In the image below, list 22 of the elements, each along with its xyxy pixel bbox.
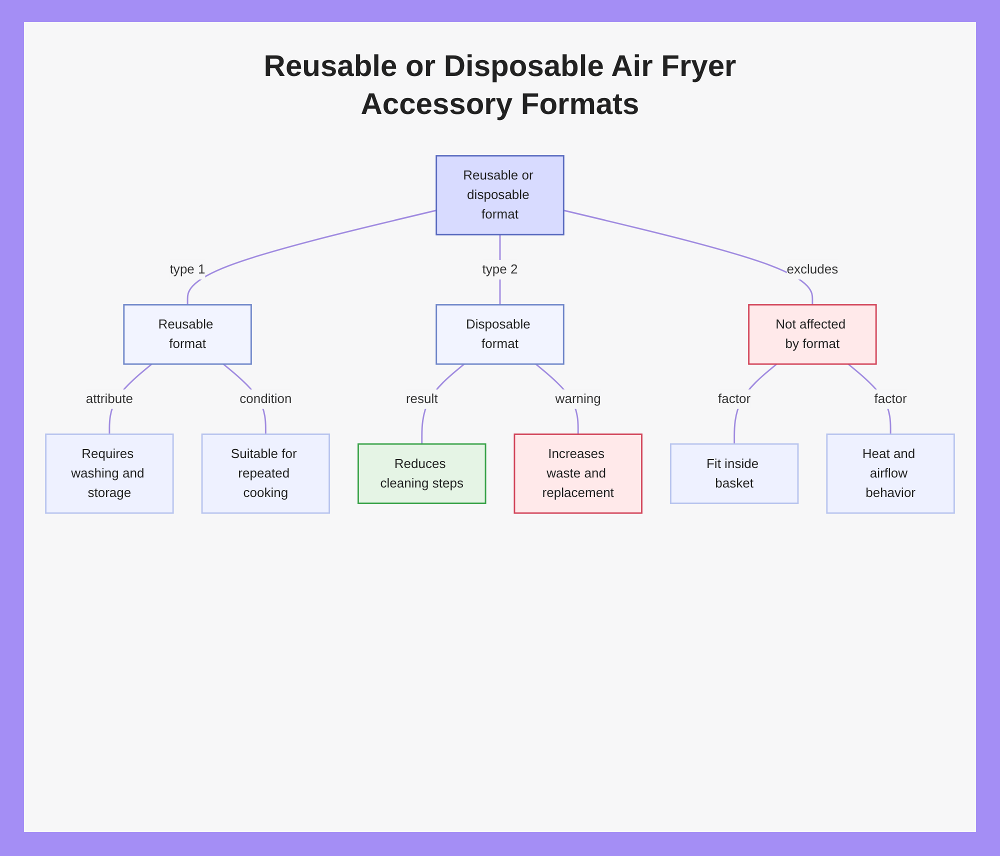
edge-label: attribute <box>86 392 133 406</box>
connector <box>186 210 437 305</box>
node-box: Requires washing and storage <box>45 434 174 514</box>
edge-label: type 1 <box>170 262 206 277</box>
edge-label: factor <box>718 392 751 406</box>
node-box: Heat and airflow behavior <box>826 434 955 514</box>
node-box: Fit inside basket <box>670 443 799 504</box>
node-box: Disposable format <box>436 304 564 365</box>
node-box: Suitable for repeated cooking <box>201 434 330 514</box>
edge-label: result <box>406 392 438 406</box>
node-box: Reduces cleaning steps <box>358 443 486 504</box>
connector <box>563 210 814 305</box>
edge-label: factor <box>874 392 907 406</box>
node-box: Reusable or disposable format <box>436 155 564 236</box>
title: Reusable or Disposable Air Fryer Accessory Formats <box>262 49 738 123</box>
node-box: Reusable format <box>123 304 252 365</box>
edge-label: condition <box>240 392 292 406</box>
node-box: Increases waste and replacement <box>514 434 642 514</box>
edge-label: type 2 <box>482 262 518 277</box>
edge-label: excludes <box>786 262 838 277</box>
edge-label: warning <box>555 392 601 406</box>
node-box: Not affected by format <box>748 304 877 365</box>
